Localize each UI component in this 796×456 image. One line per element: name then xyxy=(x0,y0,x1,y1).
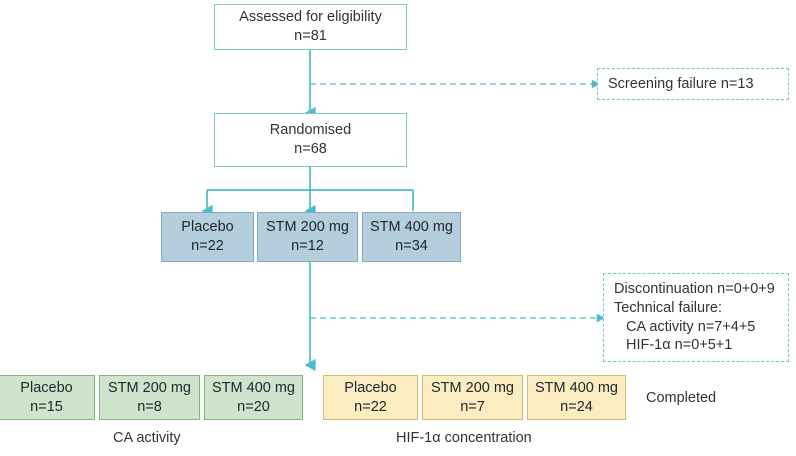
node-hif-placebo: Placebo n=22 xyxy=(323,375,418,420)
arm-stm-400-count: n=34 xyxy=(395,238,428,254)
arm-placebo-label: Placebo xyxy=(181,219,234,236)
arm-stm-400-label: STM 400 mg xyxy=(370,219,453,236)
node-hif-stm-200: STM 200 mg n=7 xyxy=(422,375,523,420)
node-ca-stm-200: STM 200 mg n=8 xyxy=(99,375,200,420)
technical-failure-text: Technical failure: xyxy=(614,299,722,316)
hif-stm-400-label: STM 400 mg xyxy=(535,379,618,396)
ca-stm-400-count: n=20 xyxy=(237,398,270,415)
node-assessed-for-eligibility: Assessed for eligibility n=81 xyxy=(214,4,407,50)
node-arm-stm-200: STM 200 mg n=12 xyxy=(257,212,358,262)
node-randomised: Randomised n=68 xyxy=(214,113,407,167)
randomised-count: n=68 xyxy=(294,141,327,157)
node-screening-failure: Screening failure n=13 xyxy=(597,68,789,100)
screening-failure-text: Screening failure n=13 xyxy=(608,75,754,92)
technical-failure-ca-activity: CA activity n=7+4+5 xyxy=(626,318,756,335)
ca-stm-200-count: n=8 xyxy=(137,398,162,415)
ca-stm-200-label: STM 200 mg xyxy=(108,379,191,396)
arm-placebo-count: n=22 xyxy=(191,238,224,254)
node-ca-stm-400: STM 400 mg n=20 xyxy=(204,375,303,420)
node-ca-placebo: Placebo n=15 xyxy=(0,375,95,420)
caption-hif-concentration: HIF-1α concentration xyxy=(396,430,532,446)
node-discontinuation-technical-failure: Discontinuation n=0+0+9 Technical failur… xyxy=(603,273,789,362)
hif-placebo-label: Placebo xyxy=(344,379,397,396)
discontinuation-text: Discontinuation n=0+0+9 xyxy=(614,281,775,298)
node-arm-stm-400: STM 400 mg n=34 xyxy=(362,212,461,262)
arm-stm-200-label: STM 200 mg xyxy=(266,219,349,236)
ca-stm-400-label: STM 400 mg xyxy=(212,379,295,396)
randomised-title: Randomised xyxy=(269,122,352,139)
hif-stm-200-label: STM 200 mg xyxy=(431,379,514,396)
ca-placebo-count: n=15 xyxy=(30,398,63,415)
node-arm-placebo: Placebo n=22 xyxy=(161,212,254,262)
hif-stm-200-count: n=7 xyxy=(460,398,485,415)
node-hif-stm-400: STM 400 mg n=24 xyxy=(527,375,626,420)
assessed-count: n=81 xyxy=(294,28,327,44)
assessed-title: Assessed for eligibility xyxy=(239,9,382,26)
caption-ca-activity: CA activity xyxy=(113,430,181,446)
hif-placebo-count: n=22 xyxy=(354,398,387,415)
technical-failure-hif: HIF-1α n=0+5+1 xyxy=(626,337,733,354)
ca-placebo-label: Placebo xyxy=(20,379,73,396)
arm-stm-200-count: n=12 xyxy=(291,238,324,254)
caption-completed: Completed xyxy=(646,390,717,406)
hif-stm-400-count: n=24 xyxy=(560,398,593,415)
